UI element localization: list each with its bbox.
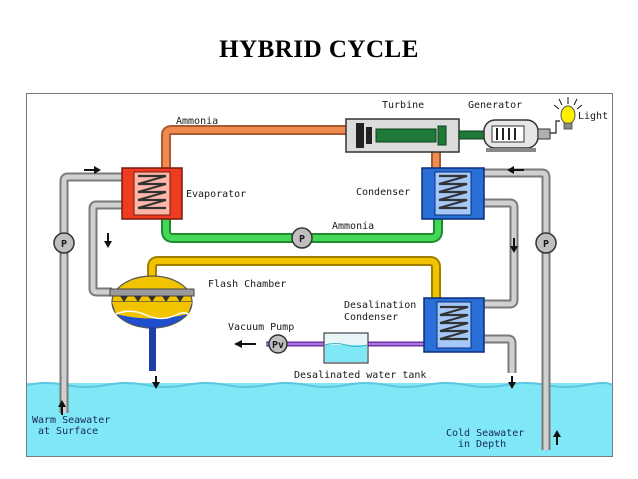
evaporator — [121, 167, 183, 220]
flash-chamber — [109, 275, 195, 329]
arrow-down-icon — [152, 376, 160, 389]
generator — [483, 119, 551, 152]
desalinated-water-tank — [323, 332, 369, 364]
turbine-shaft — [458, 130, 488, 140]
condenser — [421, 167, 485, 220]
pump-symbol: P — [299, 234, 305, 245]
arrow-down-icon — [510, 238, 518, 253]
hybrid-cycle-diagram: P P P Pv Turbine Generator Light Ammonia… — [26, 93, 613, 457]
vacuum-pump: Pv — [268, 334, 288, 354]
cold-seawater-label-2: in Depth — [458, 439, 506, 450]
light-label: Light — [578, 111, 608, 122]
flash-chamber-label: Flash Chamber — [208, 279, 286, 290]
warm-seawater-label-1: Warm Seawater — [32, 415, 110, 426]
vacuum-outlet-arrow — [234, 340, 256, 348]
turbine-label: Turbine — [382, 100, 424, 111]
pump-symbol: P — [543, 239, 549, 250]
cold-seawater-label-1: Cold Seawater — [446, 428, 524, 439]
desalination-condenser-label-1: Desalination — [344, 300, 416, 311]
sea-surface — [26, 382, 613, 388]
turbine — [345, 118, 460, 153]
vacuum-pump-symbol: Pv — [272, 340, 284, 351]
generator-wire — [550, 120, 560, 134]
light-bulb-icon — [553, 97, 583, 130]
vacuum-pump-label: Vacuum Pump — [228, 322, 294, 333]
evaporator-label: Evaporator — [186, 189, 246, 200]
page-title: HYBRID CYCLE — [219, 36, 419, 63]
desalinated-water-tank-label: Desalinated water tank — [294, 370, 426, 381]
condenser-label: Condenser — [356, 187, 410, 198]
arrow-right-icon — [84, 166, 101, 174]
ammonia-liquid-label: Ammonia — [332, 221, 374, 232]
ammonia-pump: P — [291, 227, 313, 249]
desalination-condenser — [423, 297, 485, 353]
ammonia-vapor-pipe — [161, 125, 441, 168]
arrow-left-icon — [507, 166, 524, 174]
desalination-condenser-label-2: Condenser — [344, 312, 398, 323]
arrow-down-icon — [104, 233, 112, 248]
flash-chamber-drain — [149, 327, 156, 371]
warm-seawater-pump: P — [53, 232, 75, 254]
flow-arrows — [58, 166, 561, 445]
ammonia-vapor-label: Ammonia — [176, 116, 218, 127]
warm-seawater-label-2: at Surface — [38, 426, 98, 437]
pump-symbol: P — [61, 239, 67, 250]
arrow-up-icon — [58, 400, 66, 415]
steam-pipe — [147, 256, 441, 298]
cold-seawater-pump: P — [535, 232, 557, 254]
generator-label: Generator — [468, 100, 522, 111]
arrow-up-icon — [553, 430, 561, 445]
sea — [27, 383, 612, 456]
arrow-down-icon — [508, 376, 516, 389]
